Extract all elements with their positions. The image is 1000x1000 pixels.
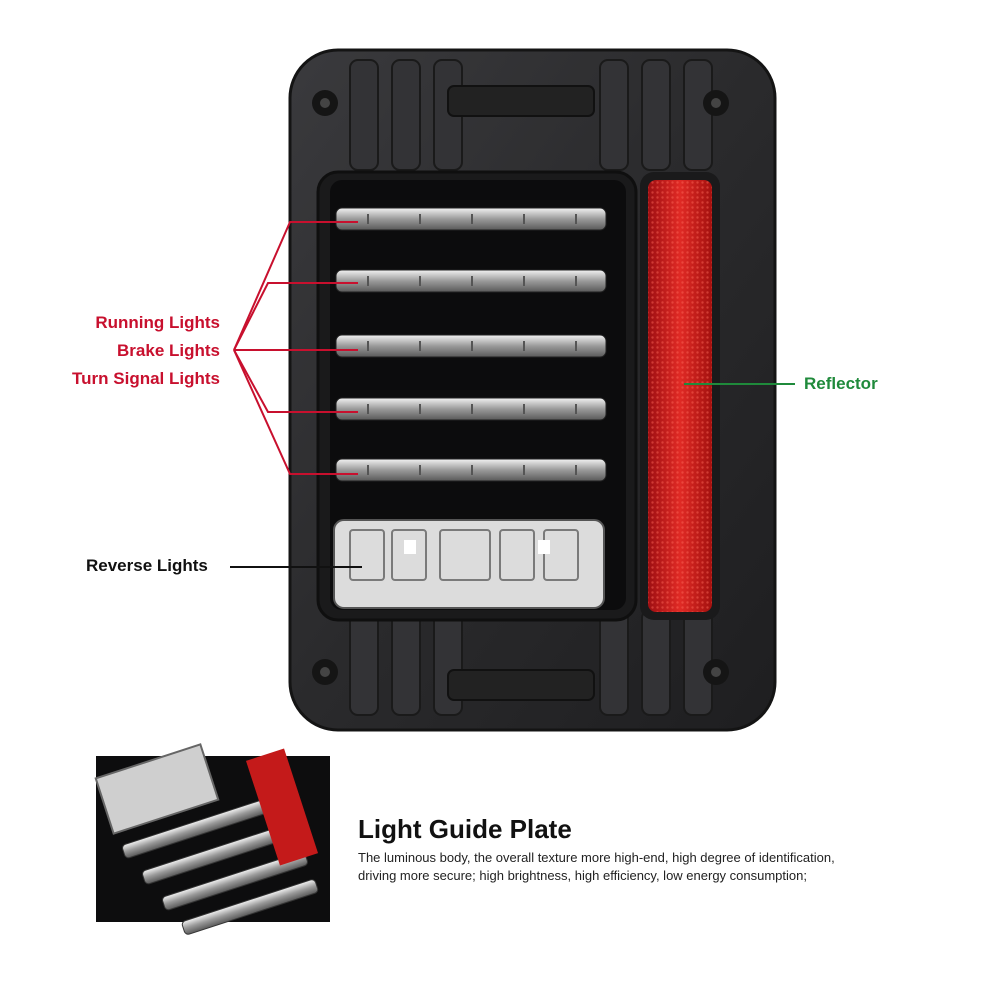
feature-description-line-1: The luminous body, the overall texture m… <box>358 850 835 865</box>
feature-title: Light Guide Plate <box>358 814 572 844</box>
screw-icon <box>312 90 729 685</box>
led-guide-bars <box>335 207 607 482</box>
callout-lines-red <box>233 221 358 475</box>
inset-photo <box>94 743 330 935</box>
feature-description: The luminous body, the overall texture m… <box>358 849 958 885</box>
reverse-lights-label: Reverse Lights <box>86 556 208 575</box>
reverse-light-block <box>333 519 605 609</box>
running-lights-label: Running Lights <box>95 313 220 332</box>
turn-signal-lights-label: Turn Signal Lights <box>72 369 220 388</box>
brake-lights-label: Brake Lights <box>117 341 220 360</box>
feature-description-line-2: driving more secure; high brightness, hi… <box>358 868 807 883</box>
reflector-label: Reflector <box>804 374 878 393</box>
reflector-strip <box>640 172 720 620</box>
